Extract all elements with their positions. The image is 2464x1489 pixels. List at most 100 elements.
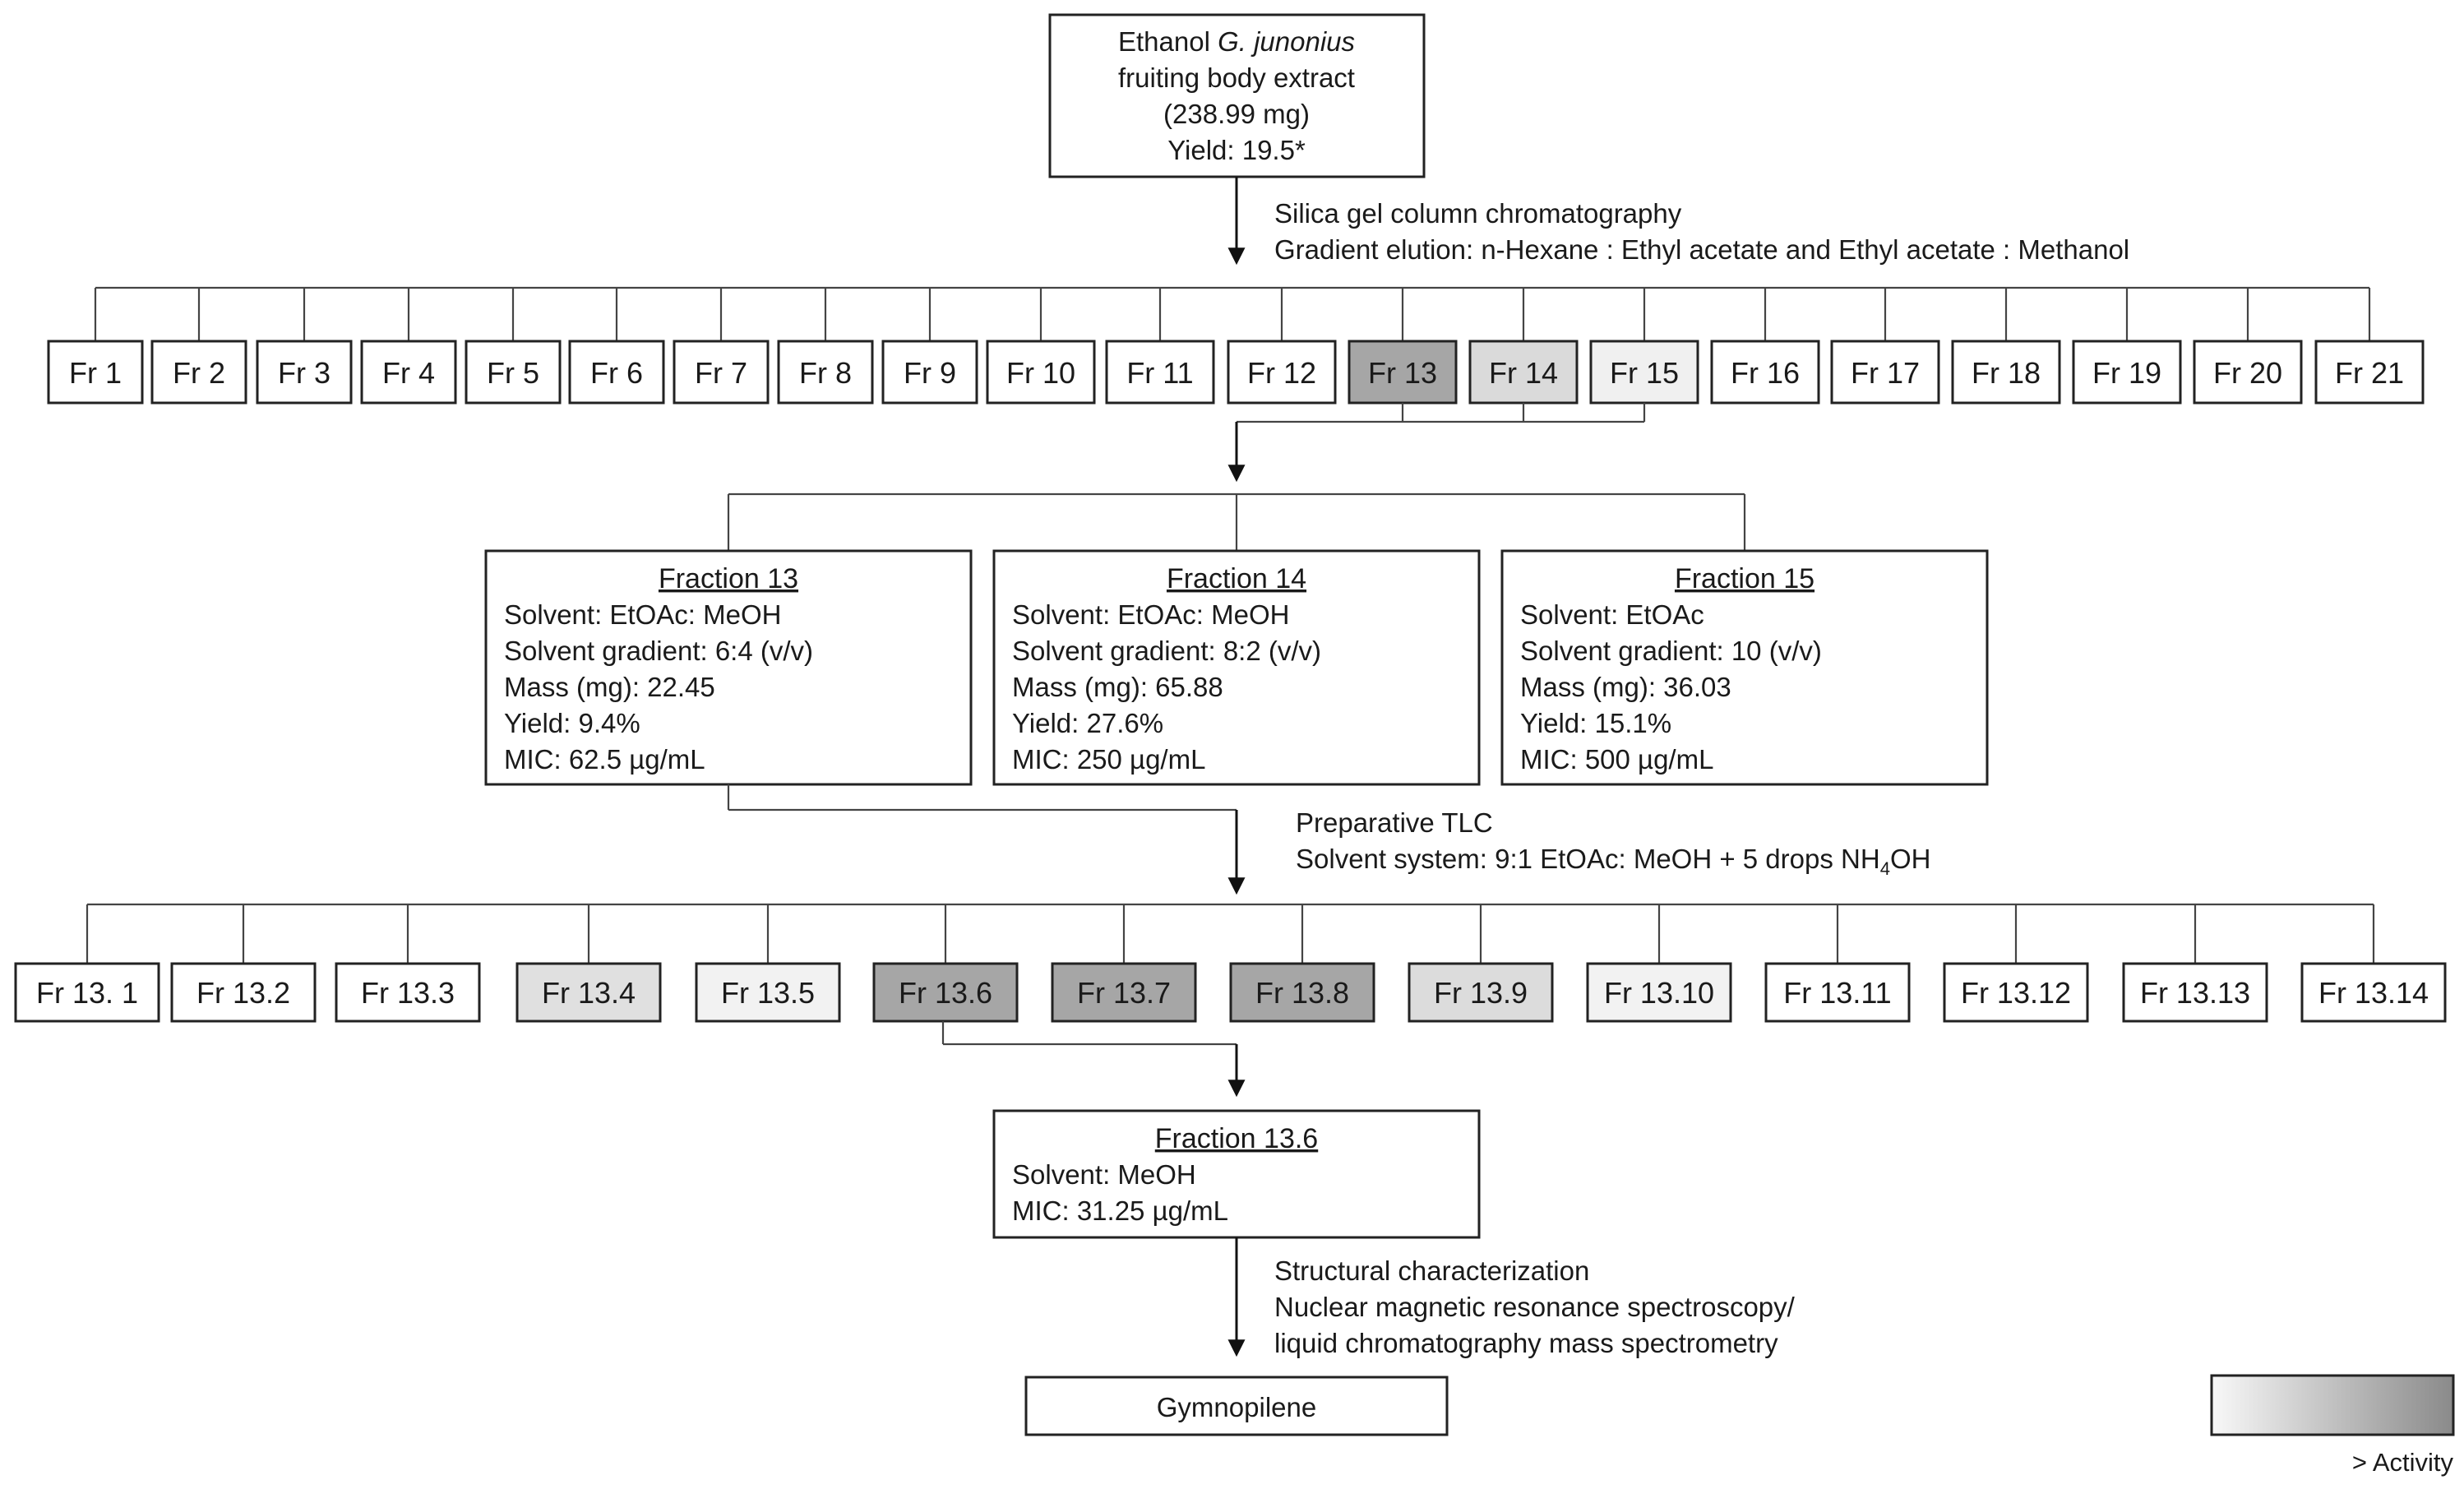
fraction-box: Fr 1 (47, 288, 144, 405)
subfraction-label: Fr 13.10 (1604, 976, 1714, 1010)
root-line-3: (238.99 mg) (1163, 99, 1310, 129)
fraction-label: Fr 12 (1247, 356, 1316, 390)
detail-line: Solvent gradient: 8:2 (v/v) (1012, 636, 1321, 666)
fraction-box: Fr 15 (1589, 288, 1699, 405)
fraction-box: Fr 11 (1105, 288, 1215, 405)
subfraction-box: Fr 13.5 (695, 904, 841, 1023)
fraction-label: Fr 7 (695, 356, 747, 390)
fraction-box: Fr 21 (2314, 288, 2425, 405)
detail-line: Yield: 9.4% (504, 708, 640, 738)
fraction-box: Fr 6 (568, 288, 665, 405)
fraction-box-rect (881, 340, 978, 405)
subfraction-box-rect (1408, 962, 1554, 1023)
subfraction-label: Fr 13.9 (1434, 976, 1528, 1010)
fraction-box-rect (47, 340, 144, 405)
subfraction-box: Fr 13.10 (1586, 904, 1732, 1023)
fraction-label: Fr 17 (1851, 356, 1920, 390)
detail-line: Mass (mg): 65.88 (1012, 672, 1223, 702)
step3-line-3: liquid chromatography mass spectrometry (1274, 1328, 1778, 1358)
subfraction-box-rect (335, 962, 481, 1023)
fraction-detail-boxes: Fraction 13 Solvent: EtOAc: MeOH Solvent g… (484, 549, 1989, 786)
final-title: Fraction 13.6 (1155, 1123, 1318, 1154)
subfraction-label: Fr 13.7 (1077, 976, 1171, 1010)
fraction-box-rect (2072, 340, 2182, 405)
subfraction-box-rect (1229, 962, 1375, 1023)
root-extract-box: Ethanol G. junonius fruiting body extrac… (1048, 13, 1426, 178)
detail-line: Solvent gradient: 6:4 (v/v) (504, 636, 813, 666)
fraction-box-rect (1830, 340, 1940, 405)
fraction-box-rect (777, 340, 874, 405)
subfraction-box-rect (2122, 962, 2268, 1023)
fraction-box-rect (2314, 340, 2425, 405)
fraction-label: Fr 15 (1610, 356, 1679, 390)
step3-line-1: Structural characterization (1274, 1255, 1589, 1286)
fraction-box-rect (673, 340, 770, 405)
subfraction-label: Fr 13.5 (721, 976, 815, 1010)
subfraction-box: Fr 13.3 (335, 904, 481, 1023)
fraction-box: Fr 2 (150, 288, 247, 405)
fraction-box: Fr 8 (777, 288, 874, 405)
root-line-1: Ethanol G. junonius (1118, 26, 1355, 57)
fraction-box: Fr 18 (1951, 288, 2061, 405)
fraction-box: Fr 5 (465, 288, 562, 405)
detail-title: Fraction 13 (659, 563, 798, 594)
step1-line-2: Gradient elution: n-Hexane : Ethyl aceta… (1274, 234, 2129, 265)
subfraction-box: Fr 13.9 (1408, 904, 1554, 1023)
final-line-2: MIC: 31.25 µg/mL (1012, 1195, 1228, 1226)
detail-line: MIC: 500 µg/mL (1520, 744, 1713, 775)
fraction-label: Fr 4 (382, 356, 435, 390)
fraction-box-rect (1951, 340, 2061, 405)
subfraction-box: Fr 13.14 (2300, 904, 2447, 1023)
detail-line: Solvent: EtOAc (1520, 599, 1704, 630)
detail-line: Mass (mg): 36.03 (1520, 672, 1731, 702)
fraction-box-rect (465, 340, 562, 405)
fraction-label: Fr 19 (2092, 356, 2161, 390)
detail-title: Fraction 15 (1675, 563, 1814, 594)
subfraction-box: Fr 13.7 (1051, 904, 1197, 1023)
subfraction-label: Fr 13.12 (1961, 976, 2071, 1010)
fraction-detail-box: Fraction 13 Solvent: EtOAc: MeOH Solvent g… (484, 549, 973, 786)
fraction-box: Fr 12 (1227, 288, 1337, 405)
detail-line: MIC: 62.5 µg/mL (504, 744, 705, 775)
subfraction-label: Fr 13. 1 (36, 976, 138, 1010)
fraction-box: Fr 3 (256, 288, 353, 405)
subfraction-box-rect (2300, 962, 2447, 1023)
detail-title: Fraction 14 (1167, 563, 1306, 594)
activity-legend: > Activity (2210, 1374, 2455, 1477)
step3-line-2: Nuclear magnetic resonance spectroscopy/ (1274, 1292, 1796, 1322)
root-line-2: fruiting body extract (1118, 62, 1355, 93)
step2-line-2: Solvent system: 9:1 EtOAc: MeOH + 5 drop… (1296, 844, 1930, 879)
fraction-box: Fr 16 (1710, 288, 1820, 405)
subfraction-label: Fr 13.11 (1783, 976, 1891, 1010)
result-box: Gymnopilene (1024, 1376, 1449, 1436)
fraction-label: Fr 10 (1006, 356, 1075, 390)
fraction-box-rect (256, 340, 353, 405)
detail-line: Solvent: EtOAc: MeOH (504, 599, 781, 630)
fraction-box: Fr 9 (881, 288, 978, 405)
fraction-box-rect (568, 340, 665, 405)
fraction-label: Fr 1 (69, 356, 122, 390)
step1-line-1: Silica gel column chromatography (1274, 198, 1682, 229)
subfraction-label: Fr 13.8 (1255, 976, 1349, 1010)
fraction-label: Fr 9 (904, 356, 956, 390)
fraction-box: Fr 14 (1468, 288, 1579, 405)
detail-line: Solvent gradient: 10 (v/v) (1520, 636, 1822, 666)
detail-line: MIC: 250 µg/mL (1012, 744, 1205, 775)
fraction-box: Fr 13 (1348, 288, 1458, 405)
final-line-1: Solvent: MeOH (1012, 1159, 1196, 1190)
detail-line: Mass (mg): 22.45 (504, 672, 715, 702)
fraction-box-rect (1468, 340, 1579, 405)
fraction-box-rect (1227, 340, 1337, 405)
fraction-box: Fr 20 (2193, 288, 2303, 405)
fraction-box: Fr 17 (1830, 288, 1940, 405)
fraction-box-rect (360, 340, 457, 405)
root-line-4: Yield: 19.5* (1167, 135, 1306, 165)
fraction-box-rect (986, 340, 1096, 405)
detail-line: Yield: 15.1% (1520, 708, 1671, 738)
fraction-box: Fr 4 (360, 288, 457, 405)
fraction-box-rect (1105, 340, 1215, 405)
